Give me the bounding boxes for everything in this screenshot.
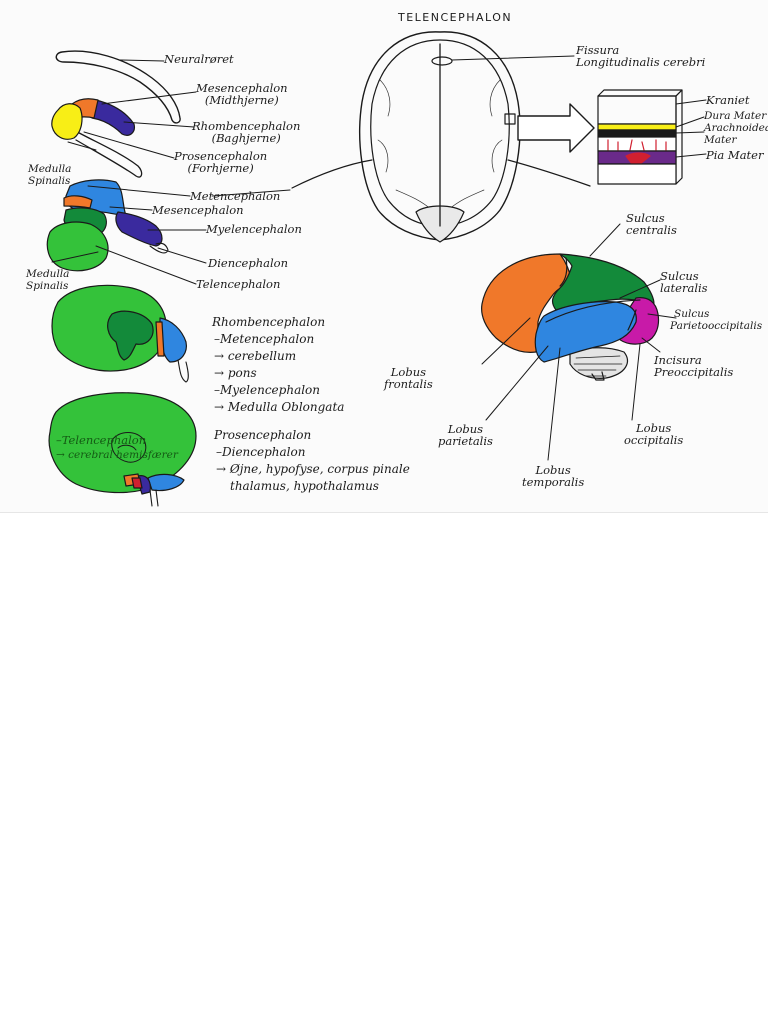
prosencephalon-list: Prosencephalon –Diencephalon → Øjne, hyp… [214, 427, 410, 495]
label-fissura: Fissura Longitudinalis cerebri [576, 43, 706, 69]
label-kraniet: Kraniet [706, 93, 750, 107]
sulcus-centralis-line [559, 257, 568, 287]
label-dura-mater: Dura Mater [704, 110, 767, 122]
brain-dark-green-core [107, 310, 154, 361]
blank-page-area [0, 513, 768, 1024]
kraniet-layer [597, 95, 677, 125]
vesicle-figure [46, 179, 169, 272]
label-medulla-spinalis-1: Medulla Spinalis [28, 163, 72, 187]
sulcus-po-line [627, 309, 637, 331]
cerebellum-blue-lower [147, 473, 185, 492]
neural-tube-figure [51, 50, 181, 178]
label-myelencephalon: Myelencephalon [206, 222, 302, 236]
label-diencephalon: Diencephalon [208, 256, 288, 270]
label-telencephalon-lower: –Telencephalon [56, 433, 147, 447]
label-prosencephalon-tube: Prosencephalon (Forhjerne) [174, 149, 268, 175]
label-mesencephalon-tube: Mesencephalon (Midthjerne) [196, 81, 288, 107]
meninges-figure [517, 89, 683, 185]
brainstem-orange [155, 321, 165, 357]
label-mesencephalon-vesicle: Mesencephalon [152, 203, 244, 217]
label-incisura: Incisura Preoccipitalis [654, 353, 734, 379]
sulcus-lateralis-line [545, 299, 641, 323]
pros-item: –Diencephalon [216, 445, 306, 459]
page-title: TELENCEPHALON [398, 11, 513, 24]
yellow-segment [51, 103, 83, 140]
prosencephalon-tail [69, 127, 143, 178]
cerebellum-hatch [569, 347, 628, 379]
fissure-marker [431, 56, 453, 66]
cerebellum-lines [573, 355, 623, 377]
spinal-tail [149, 242, 169, 254]
rhomb-item: –Myelencephalon [214, 383, 321, 397]
telencephalon-blob [46, 221, 109, 272]
neck-left [291, 159, 373, 189]
stem-red-lower [131, 477, 143, 489]
skull-top-view [291, 31, 591, 243]
skull-texture-lines [377, 79, 503, 211]
internal-sketch [111, 432, 147, 463]
myelencephalon-blob [115, 211, 163, 247]
layer-marker [504, 113, 516, 125]
arachnoidea-layer [597, 129, 677, 138]
dura-layer [597, 123, 677, 131]
rhomb-heading: Rhombencephalon [212, 315, 326, 329]
rhomb-item: –Metencephalon [214, 332, 315, 346]
rhomb-item: → cerebellum [214, 349, 297, 363]
rhombencephalon-segment [91, 99, 135, 136]
label-cerebral-hemispheres: → cerebral hemisfærer [56, 449, 178, 461]
drawing-sheet: TELENCEPHALON Neuralrøret Mesencephalon … [0, 11, 768, 513]
label-neuralroret: Neuralrøret [164, 52, 234, 66]
rhomb-item: → pons [214, 366, 257, 380]
label-pia-mater: Pia Mater [706, 148, 764, 162]
cortex-base [597, 163, 677, 185]
label-rhombencephalon-tube: Rhombencephalon (Baghjerne) [192, 119, 301, 145]
label-arachnoidea: Arachnoidea Mater [704, 122, 768, 146]
pros-item: thalamus, hypothalamus [230, 479, 379, 493]
label-sulcus-lateralis: Sulcus lateralis [660, 269, 708, 295]
label-medulla-spinalis-2: Medulla Spinalis [26, 268, 70, 292]
vessels [607, 139, 667, 151]
anatomy-drawing [46, 31, 707, 507]
kraniet-top-face [597, 89, 683, 97]
meninges-arrow [517, 103, 595, 153]
cord-lower [149, 489, 159, 507]
label-sulcus-centralis: Sulcus centralis [626, 211, 677, 237]
cord-tail-upper [177, 359, 189, 383]
leader-lines [51, 55, 707, 461]
neural-tube-shape [55, 50, 181, 124]
neck-right [507, 159, 591, 187]
label-metencephalon: Metencephalon [190, 189, 281, 203]
sagittal-brain-upper [51, 284, 189, 383]
label-lobus-occipitalis: Lobus occipitalis [624, 421, 684, 447]
label-lobus-temporalis: Lobus temporalis [522, 463, 585, 489]
rhombencephalon-list: Rhombencephalon –Metencephalon → cerebel… [212, 314, 344, 416]
pros-heading: Prosencephalon [214, 428, 312, 442]
lateral-brain [481, 253, 660, 381]
space-layer [597, 136, 677, 152]
label-lobus-parietalis: Lobus parietalis [438, 422, 493, 448]
label-sulcus-parietooccipitalis: Sulcus Parietooccipitalis [670, 308, 763, 332]
label-telencephalon-vesicle: Telencephalon [196, 277, 281, 291]
stem-lateral [591, 371, 605, 381]
label-lobus-frontalis: Lobus frontalis [384, 365, 433, 391]
mesencephalon-band [63, 195, 93, 209]
sagittal-brain-lower [48, 392, 197, 507]
rhomb-item: → Medulla Oblongata [214, 400, 345, 414]
pros-item: → Øjne, hypofyse, corpus pinale [216, 462, 410, 476]
